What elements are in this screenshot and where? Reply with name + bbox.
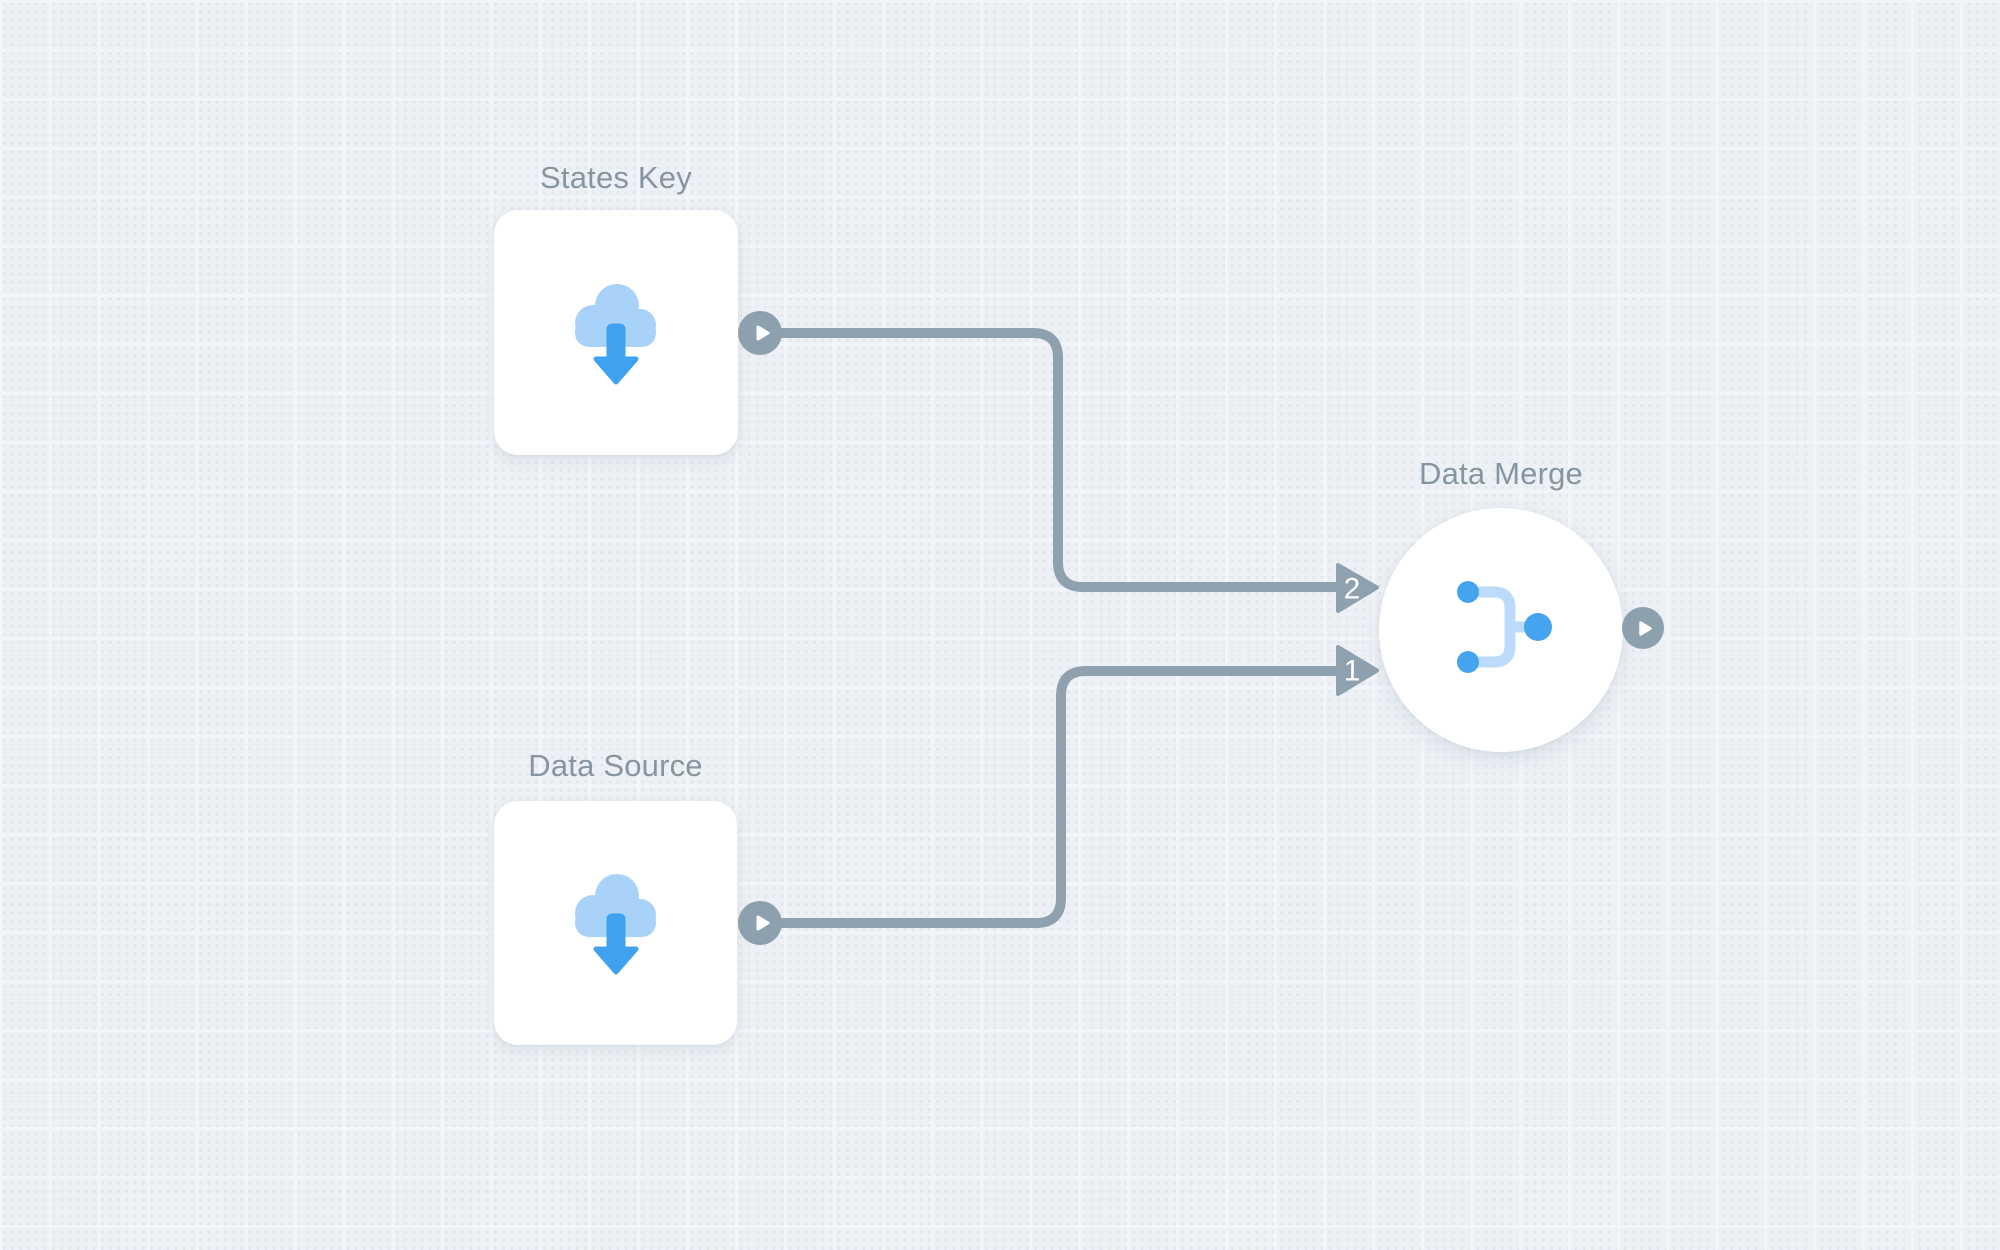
- node-data-source[interactable]: [494, 801, 737, 1045]
- cloud-download-icon: [575, 283, 656, 384]
- node-label-data-source: Data Source: [528, 748, 703, 783]
- node-data-merge[interactable]: [1379, 508, 1623, 752]
- play-icon: [756, 325, 769, 341]
- merge-input-port-1-label: 1: [1344, 655, 1361, 688]
- output-port-states-key[interactable]: [738, 311, 782, 355]
- connection-states-key-to-data-merge[interactable]: [760, 328, 1350, 592]
- play-icon: [756, 915, 769, 931]
- merge-input-port-2-label: 2: [1344, 573, 1361, 606]
- output-port-data-merge[interactable]: [1622, 607, 1664, 649]
- connection-data-source-to-data-merge[interactable]: [760, 666, 1350, 928]
- node-states-key[interactable]: [494, 210, 738, 455]
- node-label-data-merge: Data Merge: [1419, 456, 1583, 491]
- merge-input-arrow-1[interactable]: [1336, 645, 1379, 696]
- node-label-states-key: States Key: [540, 160, 692, 195]
- play-icon: [1639, 620, 1652, 636]
- cloud-download-icon: [574, 874, 656, 975]
- output-port-data-source[interactable]: [738, 901, 782, 945]
- merge-input-arrow-2[interactable]: [1336, 563, 1379, 613]
- merge-icon: [1457, 581, 1552, 673]
